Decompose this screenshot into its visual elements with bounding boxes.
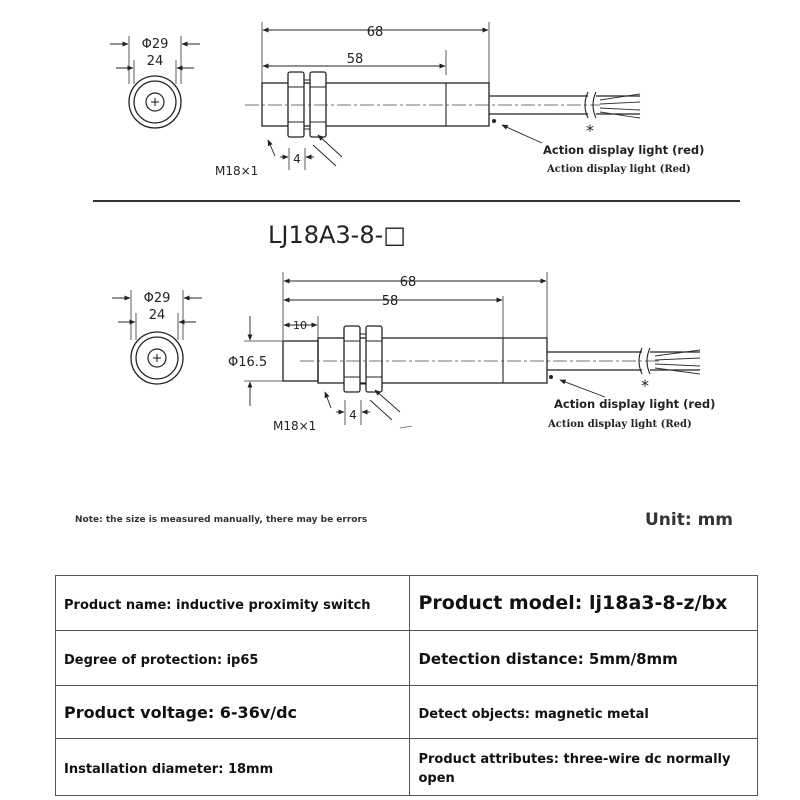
spec-row: Degree of protection: ip65 Detection dis…	[54, 630, 758, 686]
bottom-asterisk: *	[641, 376, 649, 395]
top-nut-width-label: 24	[147, 54, 164, 69]
spec-row: Product voltage: 6-36v/dc Detect objects…	[54, 685, 758, 739]
spec-cell-product-name: Product name: inductive proximity switch	[54, 575, 411, 631]
bottom-total-length-label: 68	[400, 275, 417, 290]
bottom-face-length-label: 10	[293, 319, 307, 332]
spec-cell-product-attributes: Product attributes: three-wire dc normal…	[409, 738, 758, 796]
spec-cell-installation-diameter: Installation diameter: 18mm	[54, 738, 411, 796]
bottom-thread-label: M18×1	[273, 419, 316, 433]
sensor-dimension-diagram: Φ29 24	[93, 22, 740, 433]
bottom-face-diameter-label: Φ16.5	[228, 355, 267, 370]
spec-row: Installation diameter: 18mm Product attr…	[54, 738, 758, 796]
bottom-side-view	[244, 272, 701, 429]
bottom-outer-diameter-label: Φ29	[144, 291, 171, 306]
top-side-view	[245, 22, 641, 170]
spec-table: Product name: inductive proximity switch…	[54, 575, 758, 796]
bottom-light-label: Action display light (red)	[554, 397, 715, 411]
top-light-label: Action display light (red)	[543, 143, 704, 157]
top-nut-thickness-label: 4	[293, 152, 301, 166]
bottom-body-length-label: 58	[382, 294, 399, 309]
spec-row: Product name: inductive proximity switch…	[54, 575, 758, 631]
model-heading: LJ18A3-8-□	[268, 221, 406, 249]
unit-label: Unit: mm	[645, 510, 734, 530]
spec-cell-voltage: Product voltage: 6-36v/dc	[54, 685, 411, 739]
top-outer-diameter-label: Φ29	[142, 37, 169, 52]
spec-cell-product-model: Product model: lj18a3-8-z/bx	[409, 575, 758, 631]
top-total-length-label: 68	[367, 25, 384, 40]
bottom-end-view	[112, 290, 202, 385]
bottom-light-label-serif: Action display light (Red)	[547, 419, 692, 430]
measurement-note: Note: the size is measured manually, the…	[75, 515, 368, 525]
spec-cell-protection: Degree of protection: ip65	[54, 630, 411, 686]
bottom-nut-width-label: 24	[149, 308, 166, 323]
top-light-label-serif: Action display light (Red)	[546, 164, 691, 175]
top-body-length-label: 58	[347, 52, 364, 67]
spec-cell-detect-objects: Detect objects: magnetic metal	[409, 685, 758, 739]
top-asterisk: *	[586, 121, 594, 140]
top-end-view	[110, 36, 200, 129]
spec-cell-detection-distance: Detection distance: 5mm/8mm	[409, 630, 758, 686]
top-thread-label: M18×1	[215, 164, 258, 178]
bottom-nut-thickness-label: 4	[349, 408, 357, 422]
